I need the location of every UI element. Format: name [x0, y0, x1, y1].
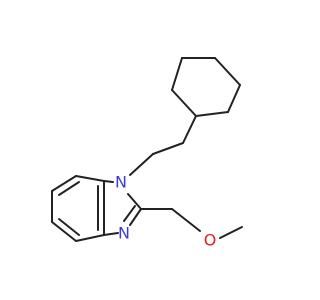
bond	[171, 89, 197, 117]
bond	[182, 115, 197, 144]
bond	[129, 153, 154, 176]
cyclohexyl-ring	[171, 57, 241, 117]
bond	[58, 181, 80, 196]
bond	[171, 57, 183, 91]
imidazole-ring	[103, 180, 142, 236]
bond	[51, 221, 77, 242]
bond	[75, 234, 105, 242]
bond	[103, 180, 114, 183]
bond	[58, 218, 80, 236]
bond	[219, 226, 243, 239]
nitrogen-label: N	[115, 173, 127, 192]
bond	[75, 175, 105, 182]
bond	[51, 175, 77, 192]
methoxymethyl-chain	[140, 208, 243, 239]
bond	[171, 208, 201, 232]
bond	[127, 193, 142, 210]
bond	[195, 111, 229, 117]
oxygen-label: O	[204, 231, 217, 250]
bond	[227, 84, 241, 113]
benzene-ring	[51, 175, 105, 242]
molecule-canvas: N N O	[51, 57, 243, 250]
bond	[103, 232, 119, 236]
bond	[152, 142, 184, 155]
bond	[123, 205, 136, 222]
bond	[129, 208, 142, 226]
nitrogen-label: N	[118, 224, 130, 243]
ethyl-linker	[129, 115, 197, 176]
bond	[214, 57, 241, 86]
structure-diagram: N N O	[51, 57, 243, 250]
